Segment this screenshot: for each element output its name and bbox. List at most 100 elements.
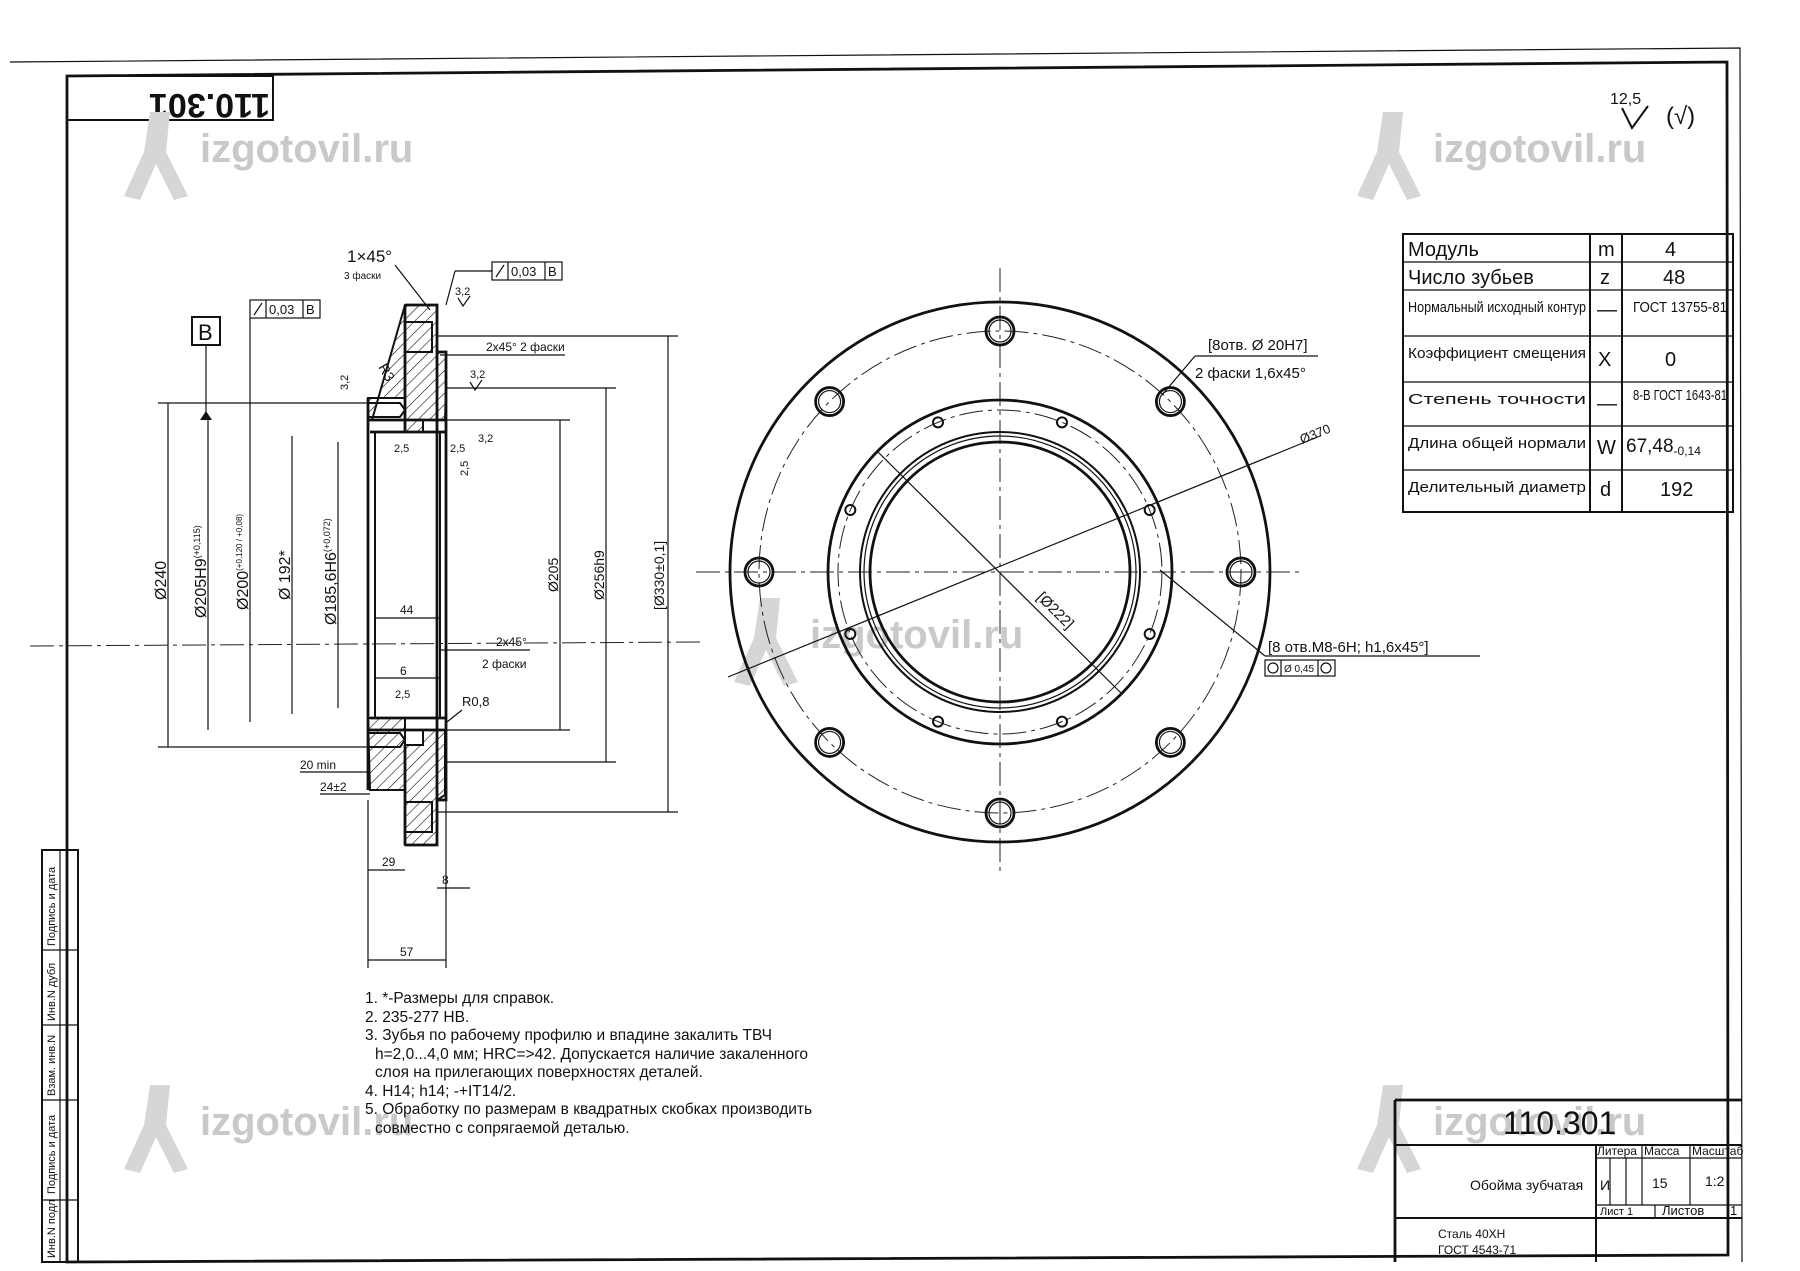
threaded-hole bbox=[1143, 627, 1156, 640]
watermark-text: izgotovil.ru bbox=[200, 1100, 413, 1144]
position-tolerance-frame: Ø 0,45 bbox=[1264, 659, 1336, 677]
roughness-check-icon bbox=[457, 295, 471, 308]
title-scale: 1:2 bbox=[1705, 1173, 1725, 1189]
note-holes-m8: [8 отв.М8-6H; h1,6x45°] bbox=[1268, 639, 1429, 656]
param-symbol-accuracy: — bbox=[1597, 393, 1617, 415]
position-tol: Ø 0,45 bbox=[1284, 664, 1314, 675]
note-line: слоя на прилегающих поверхностях деталей… bbox=[375, 1064, 703, 1081]
bolt-hole-chamfer bbox=[988, 801, 1012, 825]
dim-d1856: Ø185,6H6(+0,072) bbox=[322, 518, 340, 625]
roughness-check-icon bbox=[1621, 105, 1649, 130]
param-value-accuracy: 8-В ГОСТ 1643-81 bbox=[1633, 387, 1727, 404]
section-diameter-dims: Ø240 Ø205H9(+0,115) Ø200(+0,120 / +0,08)… bbox=[153, 335, 678, 813]
datum-triangle-icon bbox=[200, 411, 212, 420]
watermark-top-right: izgotovil.ru bbox=[1357, 112, 1646, 200]
param-value-normal-length: 67,48-0,14 bbox=[1626, 436, 1701, 458]
roughness-value: 12,5 bbox=[1610, 91, 1641, 108]
dim-l6: 6 bbox=[400, 664, 407, 678]
bolt-hole bbox=[984, 315, 1016, 347]
radius-r08: R0,8 bbox=[462, 694, 489, 709]
rough-mark: 3,2 bbox=[339, 375, 351, 390]
watermark-logo-icon bbox=[1357, 112, 1421, 200]
dim-l29: 29 bbox=[382, 855, 396, 869]
section-body-lower bbox=[366, 717, 446, 846]
stamp-podpis-1: Подпись и дата bbox=[46, 1114, 58, 1194]
datum-b: B bbox=[191, 316, 221, 420]
section-bolt-hole-lower bbox=[404, 801, 433, 833]
param-value-contour: ГОСТ 13755-81 bbox=[1633, 299, 1727, 316]
stamp-inv-podl: Инв.N подл bbox=[46, 1199, 58, 1258]
chamfer-2x45: 2x45° 2 фаски bbox=[486, 340, 565, 354]
watermark-text: izgotovil.ru bbox=[200, 127, 413, 171]
general-roughness: 12,5 (√) bbox=[1610, 91, 1695, 130]
watermark-group: izgotovil.ru izgotovil.ru izgotovil.ru i… bbox=[124, 112, 1646, 1173]
param-name-pitch-diameter: Делительный диаметр bbox=[1408, 479, 1586, 496]
section-roughness-marks: 3,2 3,2 3,2 2,5 2,5 3,2 2,5 2,5 bbox=[339, 286, 493, 701]
tolerance-frame-2: 0,03 B bbox=[445, 261, 563, 306]
tol-datum-2: B bbox=[548, 264, 557, 279]
threaded-hole bbox=[932, 715, 945, 728]
param-symbol-module: m bbox=[1598, 239, 1615, 261]
outer-border bbox=[9, 47, 1743, 1263]
title-drawing-number: 110.301 bbox=[1503, 1105, 1616, 1141]
watermark-text: izgotovil.ru bbox=[810, 613, 1023, 657]
bolt-hole bbox=[814, 386, 845, 417]
radius-r3: R3 bbox=[375, 361, 398, 385]
dim-l24: 24±2 bbox=[320, 780, 347, 794]
param-name-module: Модуль bbox=[1408, 239, 1479, 261]
technical-notes: 1. *-Размеры для справок. 2. 235-277 HB.… bbox=[365, 990, 925, 1138]
bolt-hole bbox=[1225, 556, 1257, 588]
title-sheets-count: 1 bbox=[1730, 1203, 1737, 1218]
chamfer-2x45-b-sub: 2 фаски bbox=[482, 657, 527, 671]
bolt-hole-chamfer bbox=[1158, 389, 1183, 414]
param-name-normal-length: Длина общей нормали bbox=[1408, 435, 1586, 452]
roughness-general: (√) bbox=[1666, 103, 1695, 130]
dim-d330: [Ø330±0,1] bbox=[651, 541, 667, 610]
note-line: h=2,0...4,0 мм; HRC=>42. Допускается нал… bbox=[375, 1045, 809, 1063]
watermark-logo-icon bbox=[734, 598, 798, 686]
title-block: 110.301 Литера Масса Масштаб И 15 1:2 Ли… bbox=[1393, 1098, 1743, 1262]
threaded-hole bbox=[1143, 504, 1156, 517]
bolt-hole bbox=[814, 727, 845, 758]
dim-l44: 44 bbox=[400, 603, 414, 617]
dim-d370: Ø370 bbox=[1298, 421, 1333, 447]
note-line: 3. Зубья по рабочему профилю и впадине з… bbox=[365, 1027, 772, 1044]
param-symbol-contour: — bbox=[1597, 299, 1617, 321]
dim-l57: 57 bbox=[400, 945, 414, 959]
dim-d240: Ø240 bbox=[153, 561, 170, 600]
bolt-hole bbox=[1155, 727, 1186, 758]
stamp-podpis-2: Подпись и дата bbox=[46, 866, 58, 946]
threaded-hole bbox=[1055, 715, 1068, 728]
rough-mark: 2,5 bbox=[394, 443, 409, 455]
position-icon bbox=[1267, 662, 1279, 674]
note-holes-20-chamfer: 2 фаски 1,6x45° bbox=[1195, 365, 1306, 382]
rough-mark: 2,5 bbox=[395, 689, 410, 701]
watermark-text: izgotovil.ru bbox=[1433, 127, 1646, 171]
watermark-top-left: izgotovil.ru bbox=[124, 112, 413, 200]
param-name-contour: Нормальный исходный контур bbox=[1408, 299, 1586, 316]
title-litera: И bbox=[1600, 1177, 1610, 1193]
title-part-name: Обойма зубчатая bbox=[1470, 1177, 1583, 1193]
rough-mark: 2,5 bbox=[450, 443, 465, 455]
rough-mark: 2,5 bbox=[459, 461, 471, 476]
rough-mark: 3,2 bbox=[470, 369, 485, 381]
title-mass-label: Масса bbox=[1644, 1144, 1680, 1158]
threaded-hole bbox=[1055, 416, 1068, 429]
dim-d205h9: Ø205H9(+0,115) bbox=[192, 525, 210, 618]
dim-d192: Ø 192* bbox=[277, 550, 294, 600]
note-line: совместно с сопрягаемой деталью. bbox=[375, 1119, 630, 1137]
thread-holes-group bbox=[844, 416, 1156, 728]
flatness-icon bbox=[253, 302, 263, 316]
tol-datum-1: B bbox=[306, 302, 315, 317]
param-name-shift: Коэффициент смещения bbox=[1408, 345, 1586, 362]
watermark-logo-icon bbox=[124, 1085, 188, 1173]
watermark-bottom-left: izgotovil.ru bbox=[124, 1085, 413, 1173]
note-line: 2. 235-277 HB. bbox=[365, 1008, 470, 1026]
bolt-hole-chamfer bbox=[817, 389, 842, 414]
watermark-logo-icon bbox=[124, 112, 188, 200]
note-line: 4. H14; h14; -+IT14/2. bbox=[365, 1082, 517, 1100]
tolerance-frame-1: 0,03 B bbox=[249, 299, 321, 430]
watermark-bottom-right: izgotovil.ru bbox=[1357, 1085, 1646, 1173]
title-sheet: Лист 1 bbox=[1600, 1206, 1633, 1218]
dim-l20: 20 min bbox=[300, 758, 336, 772]
